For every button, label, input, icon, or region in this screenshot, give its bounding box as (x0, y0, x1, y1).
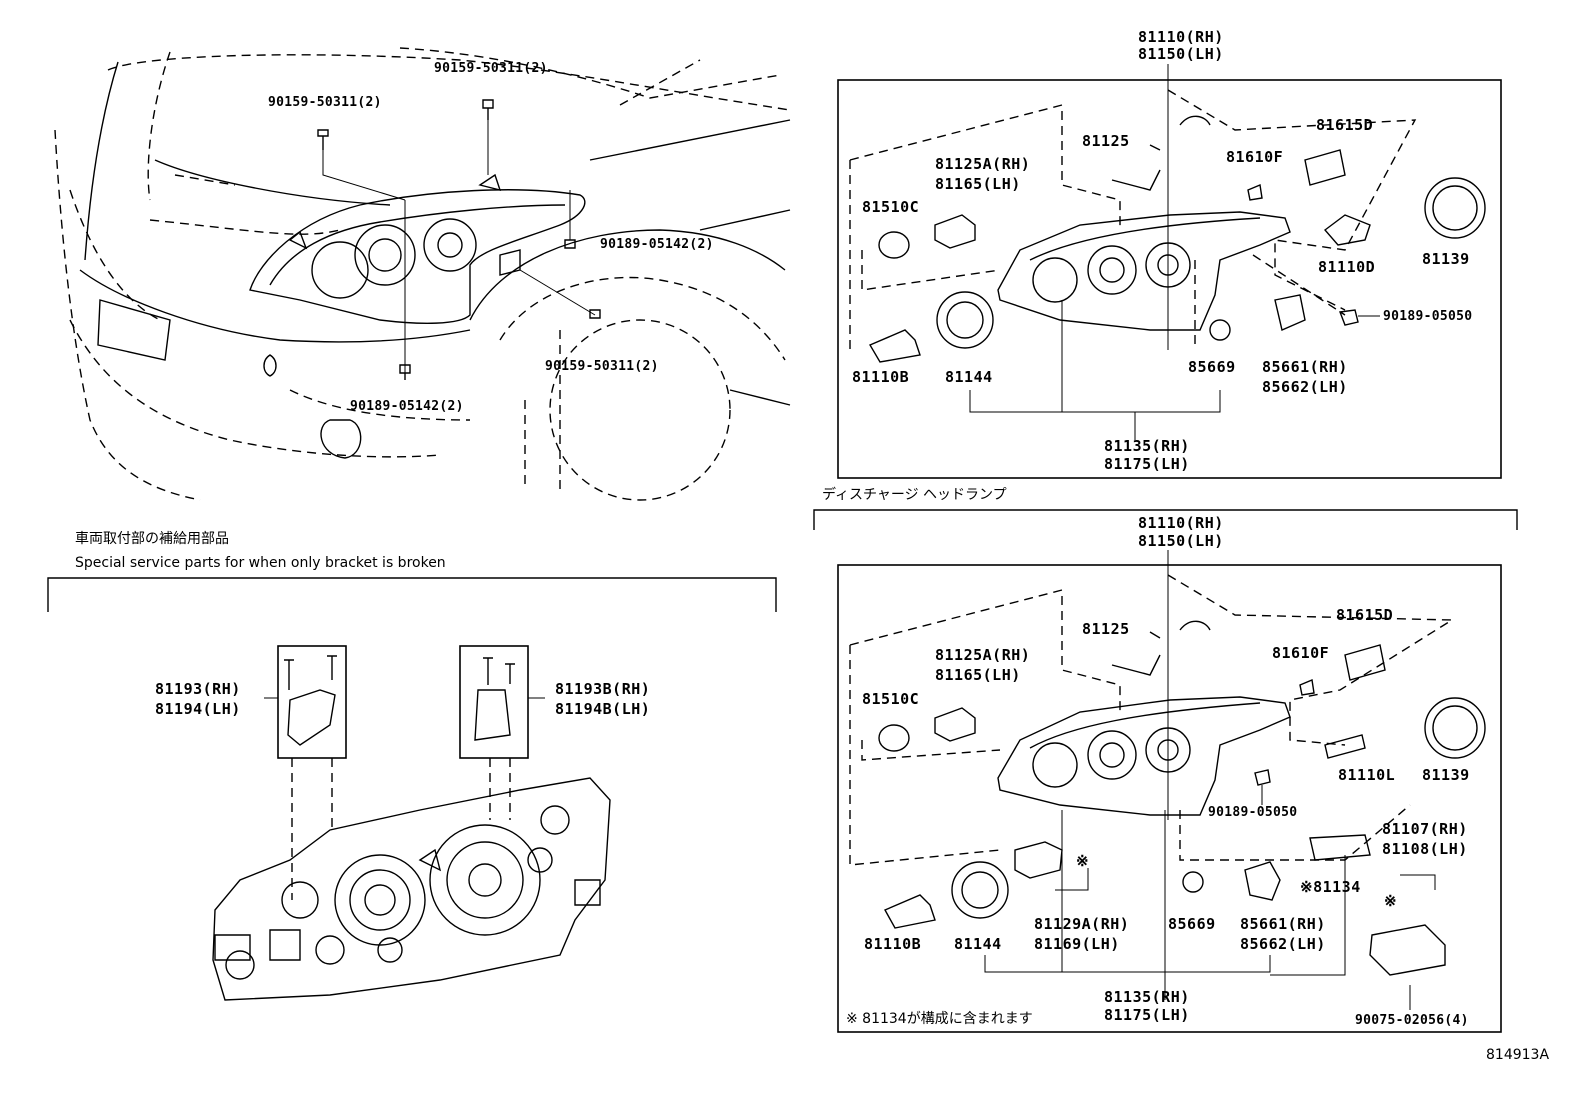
part-label: 81194B(LH) (555, 700, 651, 718)
part-label: 81194(LH) (155, 700, 241, 718)
part-label: 90075-02056(4) (1355, 1013, 1469, 1028)
part-label: 85662(LH) (1262, 378, 1348, 396)
part-label: 81150(LH) (1138, 45, 1224, 63)
part-label: 85661(RH) (1240, 915, 1326, 933)
vehicle-front-drawing (54, 47, 791, 501)
part-label: 81144 (945, 368, 993, 386)
part-label: 85669 (1168, 915, 1216, 933)
diagram-ref-code: 814913A (1486, 1047, 1550, 1063)
part-label: 81510C (862, 198, 920, 216)
part-label: 90189-05142(2) (600, 237, 714, 252)
part-label: 90189-05050 (1383, 309, 1473, 324)
part-label: 85662(LH) (1240, 935, 1326, 953)
section-heading-en: Special service parts for when only brac… (75, 555, 446, 571)
part-label: 81610F (1272, 644, 1330, 662)
part-label: 81125 (1082, 620, 1130, 638)
part-label: 81125A(RH) (935, 155, 1031, 173)
part-label: 81165(LH) (935, 175, 1021, 193)
part-label: ※81134 (1300, 878, 1361, 896)
part-label: 81175(LH) (1104, 455, 1190, 473)
part-label: 81615D (1316, 116, 1374, 134)
part-label: 90159-50311(2) (268, 95, 382, 110)
part-label: 81193B(RH) (555, 680, 651, 698)
part-label: 90189-05050 (1208, 805, 1298, 820)
part-label: 81510C (862, 690, 920, 708)
part-label: 81165(LH) (935, 666, 1021, 684)
part-label: 90159-50311(2) (434, 61, 548, 76)
part-label: 81150(LH) (1138, 532, 1224, 550)
part-label: 85669 (1188, 358, 1236, 376)
part-label: 81108(LH) (1382, 840, 1468, 858)
part-label: 81125 (1082, 132, 1130, 150)
part-label: 81110B (864, 935, 922, 953)
part-label: 81110L (1338, 766, 1396, 784)
part-label: 81110(RH) (1138, 514, 1224, 532)
part-label: 81107(RH) (1382, 820, 1468, 838)
discharge-headlamp-group (813, 509, 1518, 1033)
part-label: 81139 (1422, 766, 1470, 784)
section-heading-ja: 車両取付部の補給用部品 (75, 531, 229, 547)
part-label: 81135(RH) (1104, 437, 1190, 455)
part-label: 81129A(RH) (1034, 915, 1130, 933)
discharge-heading: ディスチャージ ヘッドランプ (822, 487, 1007, 503)
footnote-marker: ※ (1384, 892, 1398, 910)
footnote-marker: ※ (1076, 852, 1090, 870)
halogen-headlamp-group (837, 64, 1502, 479)
part-label: 81125A(RH) (935, 646, 1031, 664)
part-label: 81139 (1422, 250, 1470, 268)
part-label: 81175(LH) (1104, 1006, 1190, 1024)
part-label: 90189-05142(2) (350, 399, 464, 414)
bracket-section (47, 577, 777, 1001)
part-label: 81110D (1318, 258, 1376, 276)
part-label: 81110(RH) (1138, 28, 1224, 46)
part-label: 81144 (954, 935, 1002, 953)
part-label: 85661(RH) (1262, 358, 1348, 376)
part-label: 81135(RH) (1104, 988, 1190, 1006)
bolt-icon (317, 99, 601, 380)
part-label: 81610F (1226, 148, 1284, 166)
footnote: ※ 81134が構成に含まれます (846, 1011, 1033, 1027)
part-label: 90159-50311(2) (545, 359, 659, 374)
part-label: 81615D (1336, 606, 1394, 624)
part-label: 81169(LH) (1034, 935, 1120, 953)
part-label: 81110B (852, 368, 910, 386)
part-label: 81193(RH) (155, 680, 241, 698)
